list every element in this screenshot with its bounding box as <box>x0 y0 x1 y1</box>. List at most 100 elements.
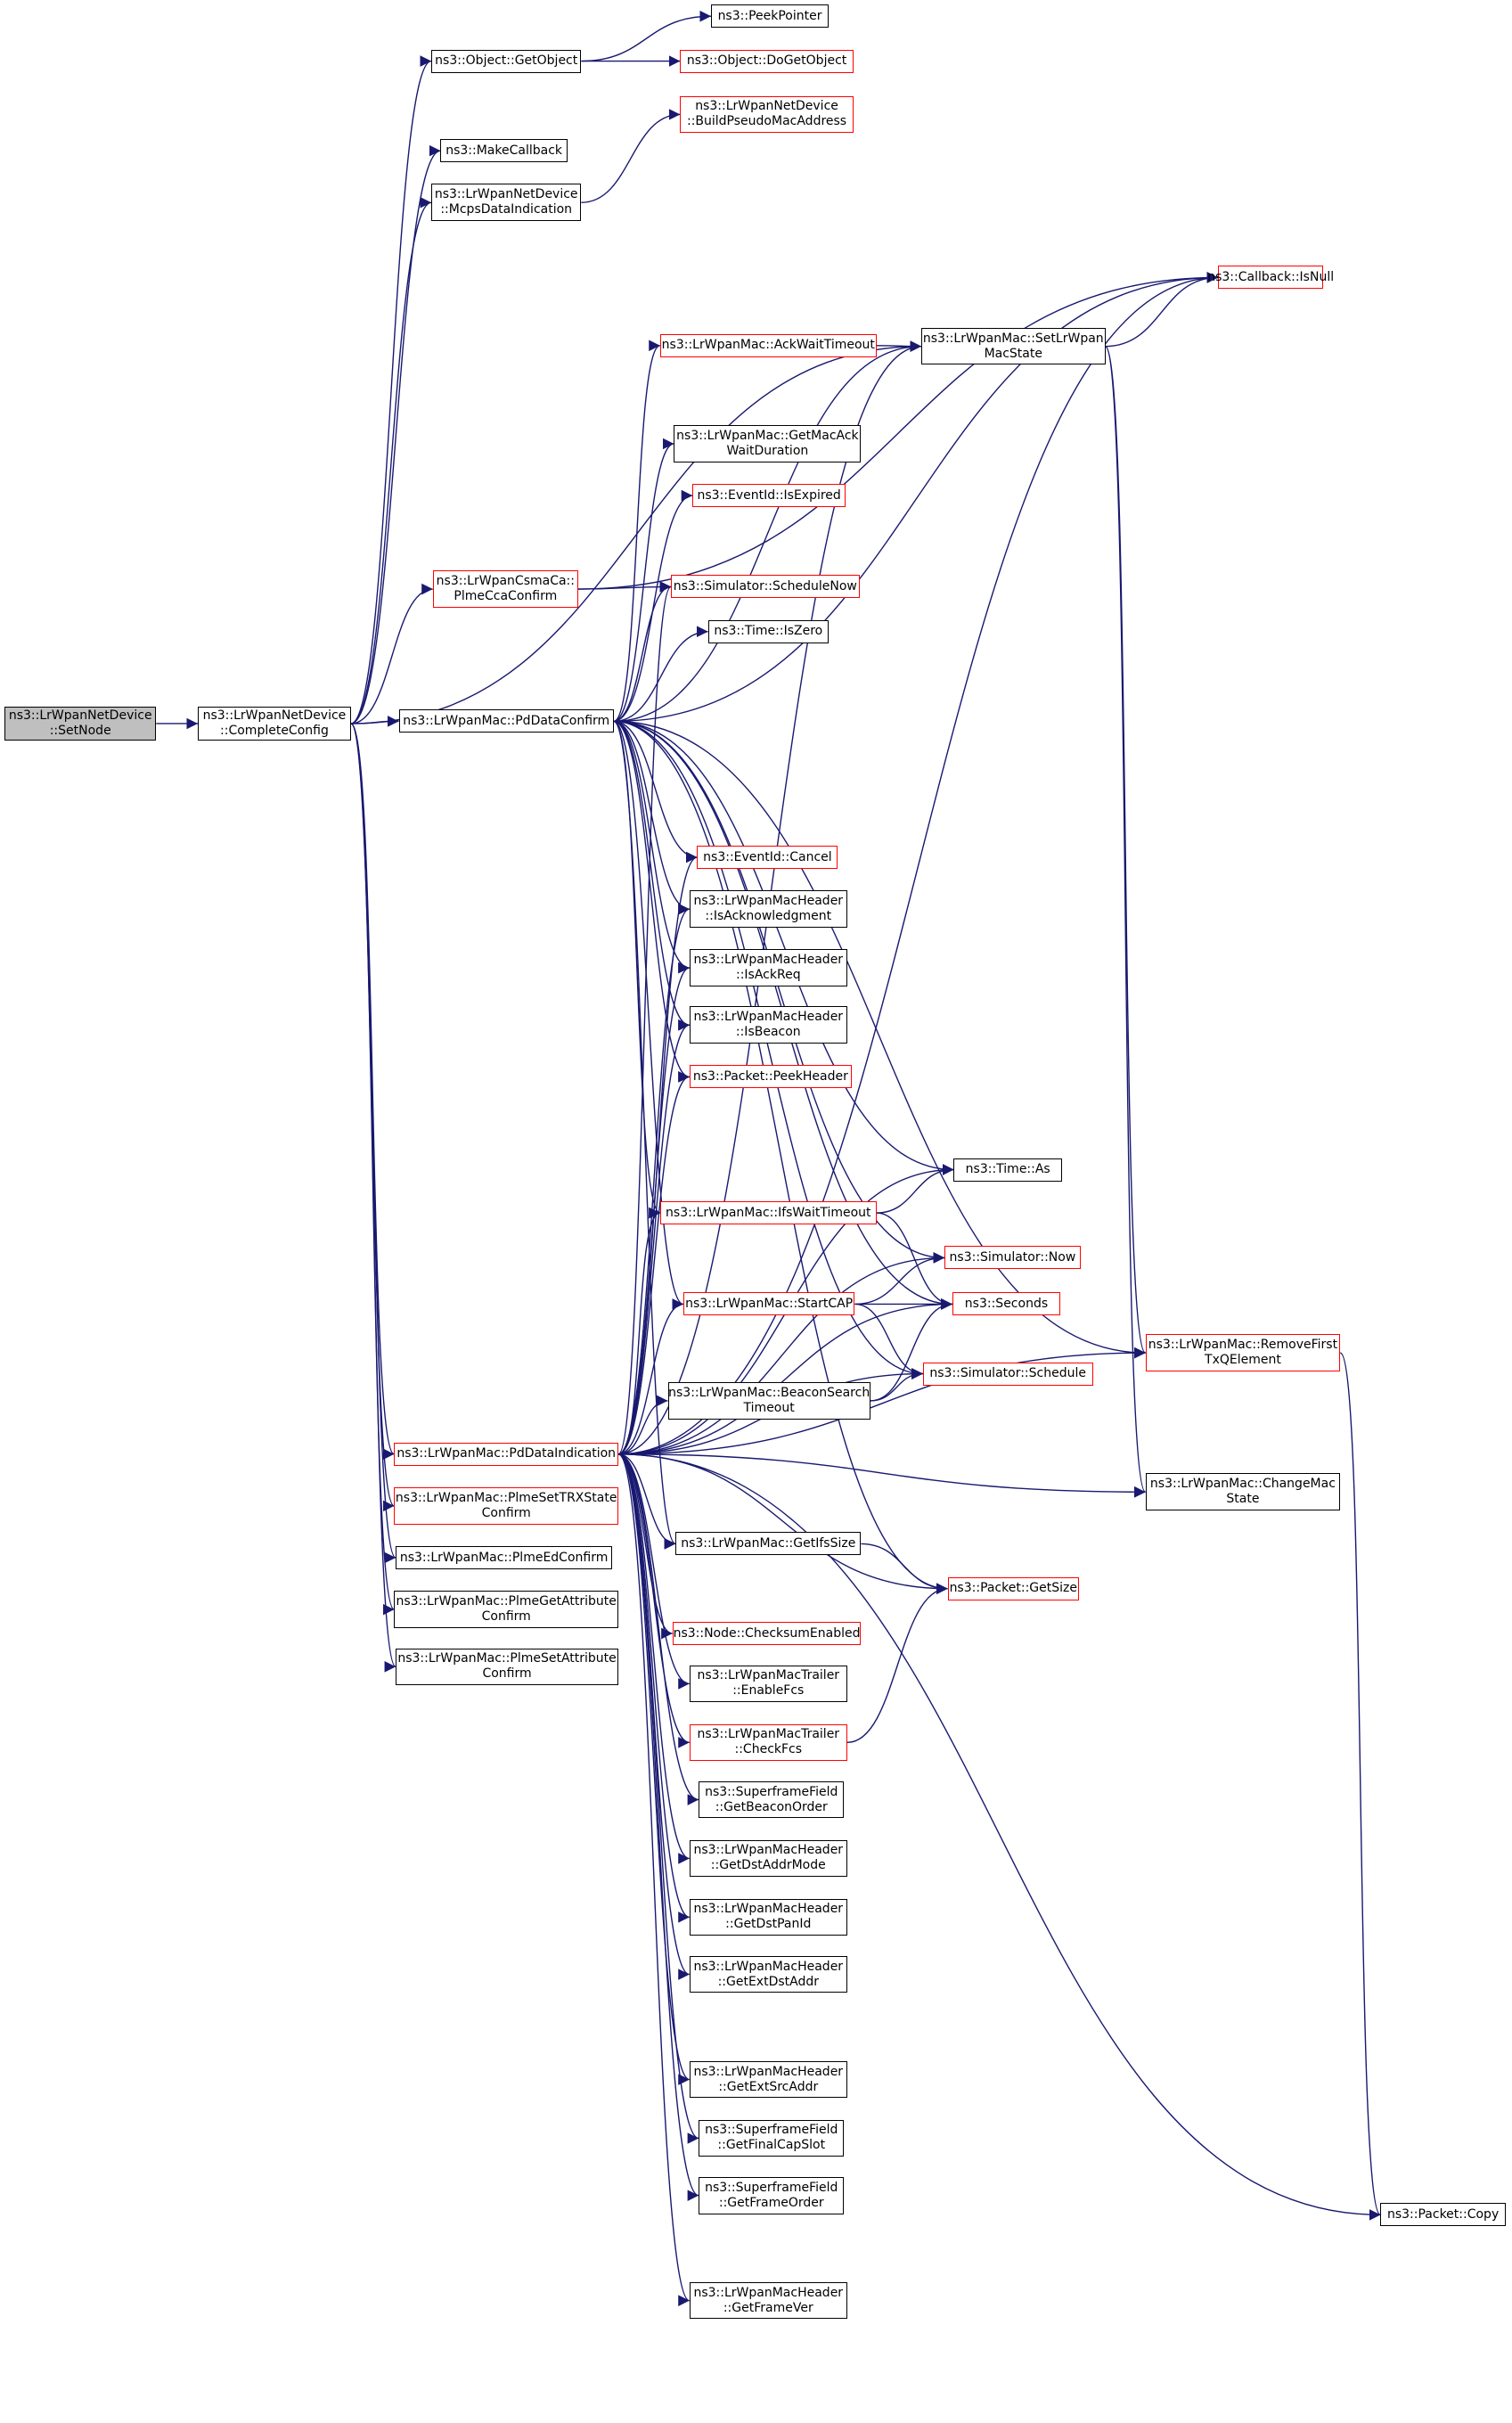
node-label-line: ns3::Node::ChecksumEnabled <box>673 1625 861 1641</box>
node-CheckFcs[interactable]: ns3::LrWpanMacTrailer::CheckFcs <box>689 1723 847 1762</box>
edge-PdDataConfirm-to-TimeAs <box>613 720 954 1175</box>
node-IsExpired[interactable]: ns3::EventId::IsExpired <box>692 484 846 508</box>
node-label-line: ns3::LrWpanNetDevice <box>8 708 152 723</box>
node-label-line: ::GetExtDstAddr <box>717 1974 819 1989</box>
edge-PdDataIndication-to-Copy <box>617 1453 1381 2221</box>
node-label-line: State <box>1226 1492 1260 1507</box>
node-PeekHeader[interactable]: ns3::Packet::PeekHeader <box>689 1065 852 1089</box>
node-GetFrameVer[interactable]: ns3::LrWpanMacHeader::GetFrameVer <box>689 2281 847 2320</box>
node-GetFrameOrder[interactable]: ns3::SuperframeField::GetFrameOrder <box>699 2176 845 2214</box>
node-label-line: ns3::Simulator::Now <box>949 1249 1076 1265</box>
node-CompleteConfig[interactable]: ns3::LrWpanNetDevice::CompleteConfig <box>198 706 351 741</box>
edge-GetObject-to-PeekPointer <box>581 10 712 62</box>
edge-PdDataConfirm-to-PeekHeader <box>613 720 690 1083</box>
node-Schedule[interactable]: ns3::Simulator::Schedule <box>922 1362 1093 1386</box>
node-Copy[interactable]: ns3::Packet::Copy <box>1380 2203 1506 2227</box>
node-label-line: ::McpsDataIndication <box>440 202 573 217</box>
node-IfsWaitTimeout[interactable]: ns3::LrWpanMac::IfsWaitTimeout <box>659 1201 877 1225</box>
node-GetExtSrcAddr[interactable]: ns3::LrWpanMacHeader::GetExtSrcAddr <box>689 2060 847 2099</box>
node-label-line: ns3::LrWpanNetDevice <box>695 99 838 114</box>
edge-PdDataIndication-to-Now <box>617 1252 945 1455</box>
node-GetBeaconOrder[interactable]: ns3::SuperframeField::GetBeaconOrder <box>699 1780 845 1819</box>
node-label-line: ns3::Seconds <box>964 1296 1049 1311</box>
node-BuildPseudo[interactable]: ns3::LrWpanNetDevice::BuildPseudoMacAddr… <box>680 95 854 134</box>
node-PeekPointer[interactable]: ns3::PeekPointer <box>711 4 829 29</box>
node-label-line: ns3::Object::GetObject <box>435 53 578 69</box>
node-label-line: ns3::LrWpanNetDevice <box>434 187 578 202</box>
node-ScheduleNow[interactable]: ns3::Simulator::ScheduleNow <box>670 575 860 599</box>
node-label-line: ns3::LrWpanMac::PlmeSetTRXState <box>395 1490 617 1505</box>
node-label-line: ns3::MakeCallback <box>445 143 562 158</box>
edge-CompleteConfig-to-PlmeSetAttr <box>350 723 396 1673</box>
node-PlmeCcaConfirm[interactable]: ns3::LrWpanCsmaCa::PlmeCcaConfirm <box>432 570 578 608</box>
edge-PdDataIndication-to-RemoveFirst <box>617 1347 1146 1455</box>
node-GetSize[interactable]: ns3::Packet::GetSize <box>947 1576 1080 1600</box>
node-label-line: ns3::Object::DoGetObject <box>686 53 847 69</box>
edge-PdDataIndication-to-GetDstPanId <box>617 1453 691 1923</box>
node-GetDstAddrMode[interactable]: ns3::LrWpanMacHeader::GetDstAddrMode <box>689 1839 847 1878</box>
node-McpsDataIndication[interactable]: ns3::LrWpanNetDevice::McpsDataIndication <box>431 184 582 222</box>
node-label-line: ::GetDstAddrMode <box>710 1858 826 1873</box>
node-PlmeEd[interactable]: ns3::LrWpanMac::PlmeEdConfirm <box>396 1546 613 1570</box>
node-label-line: Confirm <box>482 1666 532 1682</box>
node-label-line: ns3::LrWpanMacHeader <box>693 2285 844 2300</box>
edge-CheckFcs-to-GetSize <box>846 1583 948 1744</box>
edge-CompleteConfig-to-SetLrWpanMacState <box>350 340 922 724</box>
node-PdDataConfirm[interactable]: ns3::LrWpanMac::PdDataConfirm <box>398 709 614 733</box>
node-label-line: ns3::Time::IsZero <box>714 624 823 639</box>
node-IsAck[interactable]: ns3::LrWpanMacHeader::IsAcknowledgment <box>689 890 847 928</box>
edge-PdDataConfirm-to-SetLrWpanMacState <box>613 340 922 723</box>
node-Now[interactable]: ns3::Simulator::Now <box>944 1246 1081 1270</box>
edge-CompleteConfig-to-MakeCallback <box>350 145 441 724</box>
node-label-line: ns3::Callback::IsNull <box>1207 269 1335 284</box>
edge-RemoveFirst-to-Copy <box>1339 1352 1381 2221</box>
edge-PdDataConfirm-to-AckWaitTimeout <box>613 340 661 723</box>
edge-PdDataIndication-to-Seconds <box>617 1298 952 1455</box>
node-GetFinalCapSlot[interactable]: ns3::SuperframeField::GetFinalCapSlot <box>699 2119 845 2157</box>
node-GetDstPanId[interactable]: ns3::LrWpanMacHeader::GetDstPanId <box>689 1898 847 1936</box>
node-AckWaitTimeout[interactable]: ns3::LrWpanMac::AckWaitTimeout <box>659 333 877 357</box>
node-GetObject[interactable]: ns3::Object::GetObject <box>431 49 582 73</box>
node-Cancel[interactable]: ns3::EventId::Cancel <box>697 846 838 870</box>
edge-BeaconSearch-to-Schedule <box>870 1368 923 1402</box>
node-MakeCallback[interactable]: ns3::MakeCallback <box>440 139 568 163</box>
node-PdDataIndication[interactable]: ns3::LrWpanMac::PdDataIndication <box>394 1442 618 1466</box>
node-label-line: ns3::EventId::IsExpired <box>697 487 841 503</box>
node-label-line: ns3::LrWpanMac::AckWaitTimeout <box>661 338 875 353</box>
node-Seconds[interactable]: ns3::Seconds <box>952 1292 1061 1316</box>
node-label-line: ::CompleteConfig <box>220 723 329 738</box>
node-IsBeacon[interactable]: ns3::LrWpanMacHeader::IsBeacon <box>689 1006 847 1044</box>
node-GetExtDstAddr[interactable]: ns3::LrWpanMacHeader::GetExtDstAddr <box>689 1955 847 1993</box>
node-GetIfsSize[interactable]: ns3::LrWpanMac::GetIfsSize <box>675 1532 862 1556</box>
edge-PdDataConfirm-to-IsNull <box>613 272 1219 723</box>
edge-PdDataConfirm-to-ScheduleNow <box>613 581 672 723</box>
edge-CompleteConfig-to-GetObject <box>350 55 432 724</box>
node-SetNode[interactable]: ns3::LrWpanNetDevice::SetNode <box>4 706 157 741</box>
node-label-line: ::GetFrameOrder <box>718 2195 824 2210</box>
node-DoGetObject[interactable]: ns3::Object::DoGetObject <box>680 49 854 73</box>
node-label-line: PlmeCcaConfirm <box>454 589 558 604</box>
node-StartCAP[interactable]: ns3::LrWpanMac::StartCAP <box>682 1292 855 1316</box>
node-label-line: ns3::LrWpanMac::ChangeMac <box>1149 1477 1336 1492</box>
node-IsAckReq[interactable]: ns3::LrWpanMacHeader::IsAckReq <box>689 949 847 986</box>
node-IsNull[interactable]: ns3::Callback::IsNull <box>1207 266 1334 290</box>
node-EnableFcs[interactable]: ns3::LrWpanMacTrailer::EnableFcs <box>689 1665 847 1703</box>
node-TimeAs[interactable]: ns3::Time::As <box>953 1158 1062 1182</box>
edge-PdDataIndication-to-BeaconSearch <box>617 1395 668 1455</box>
node-label-line: ::GetFinalCapSlot <box>717 2138 826 2153</box>
edge-PdDataIndication-to-ScheduleNow <box>617 581 672 1455</box>
edge-CompleteConfig-to-PlmeCcaConfirm <box>350 583 433 724</box>
node-Checksum[interactable]: ns3::Node::ChecksumEnabled <box>672 1622 862 1646</box>
edge-PdDataIndication-to-PeekHeader <box>617 1071 690 1455</box>
node-IsZero[interactable]: ns3::Time::IsZero <box>707 619 829 643</box>
edge-PdDataConfirm-to-IsAckReq <box>613 720 690 974</box>
edge-GetIfsSize-to-GetSize <box>861 1543 948 1594</box>
